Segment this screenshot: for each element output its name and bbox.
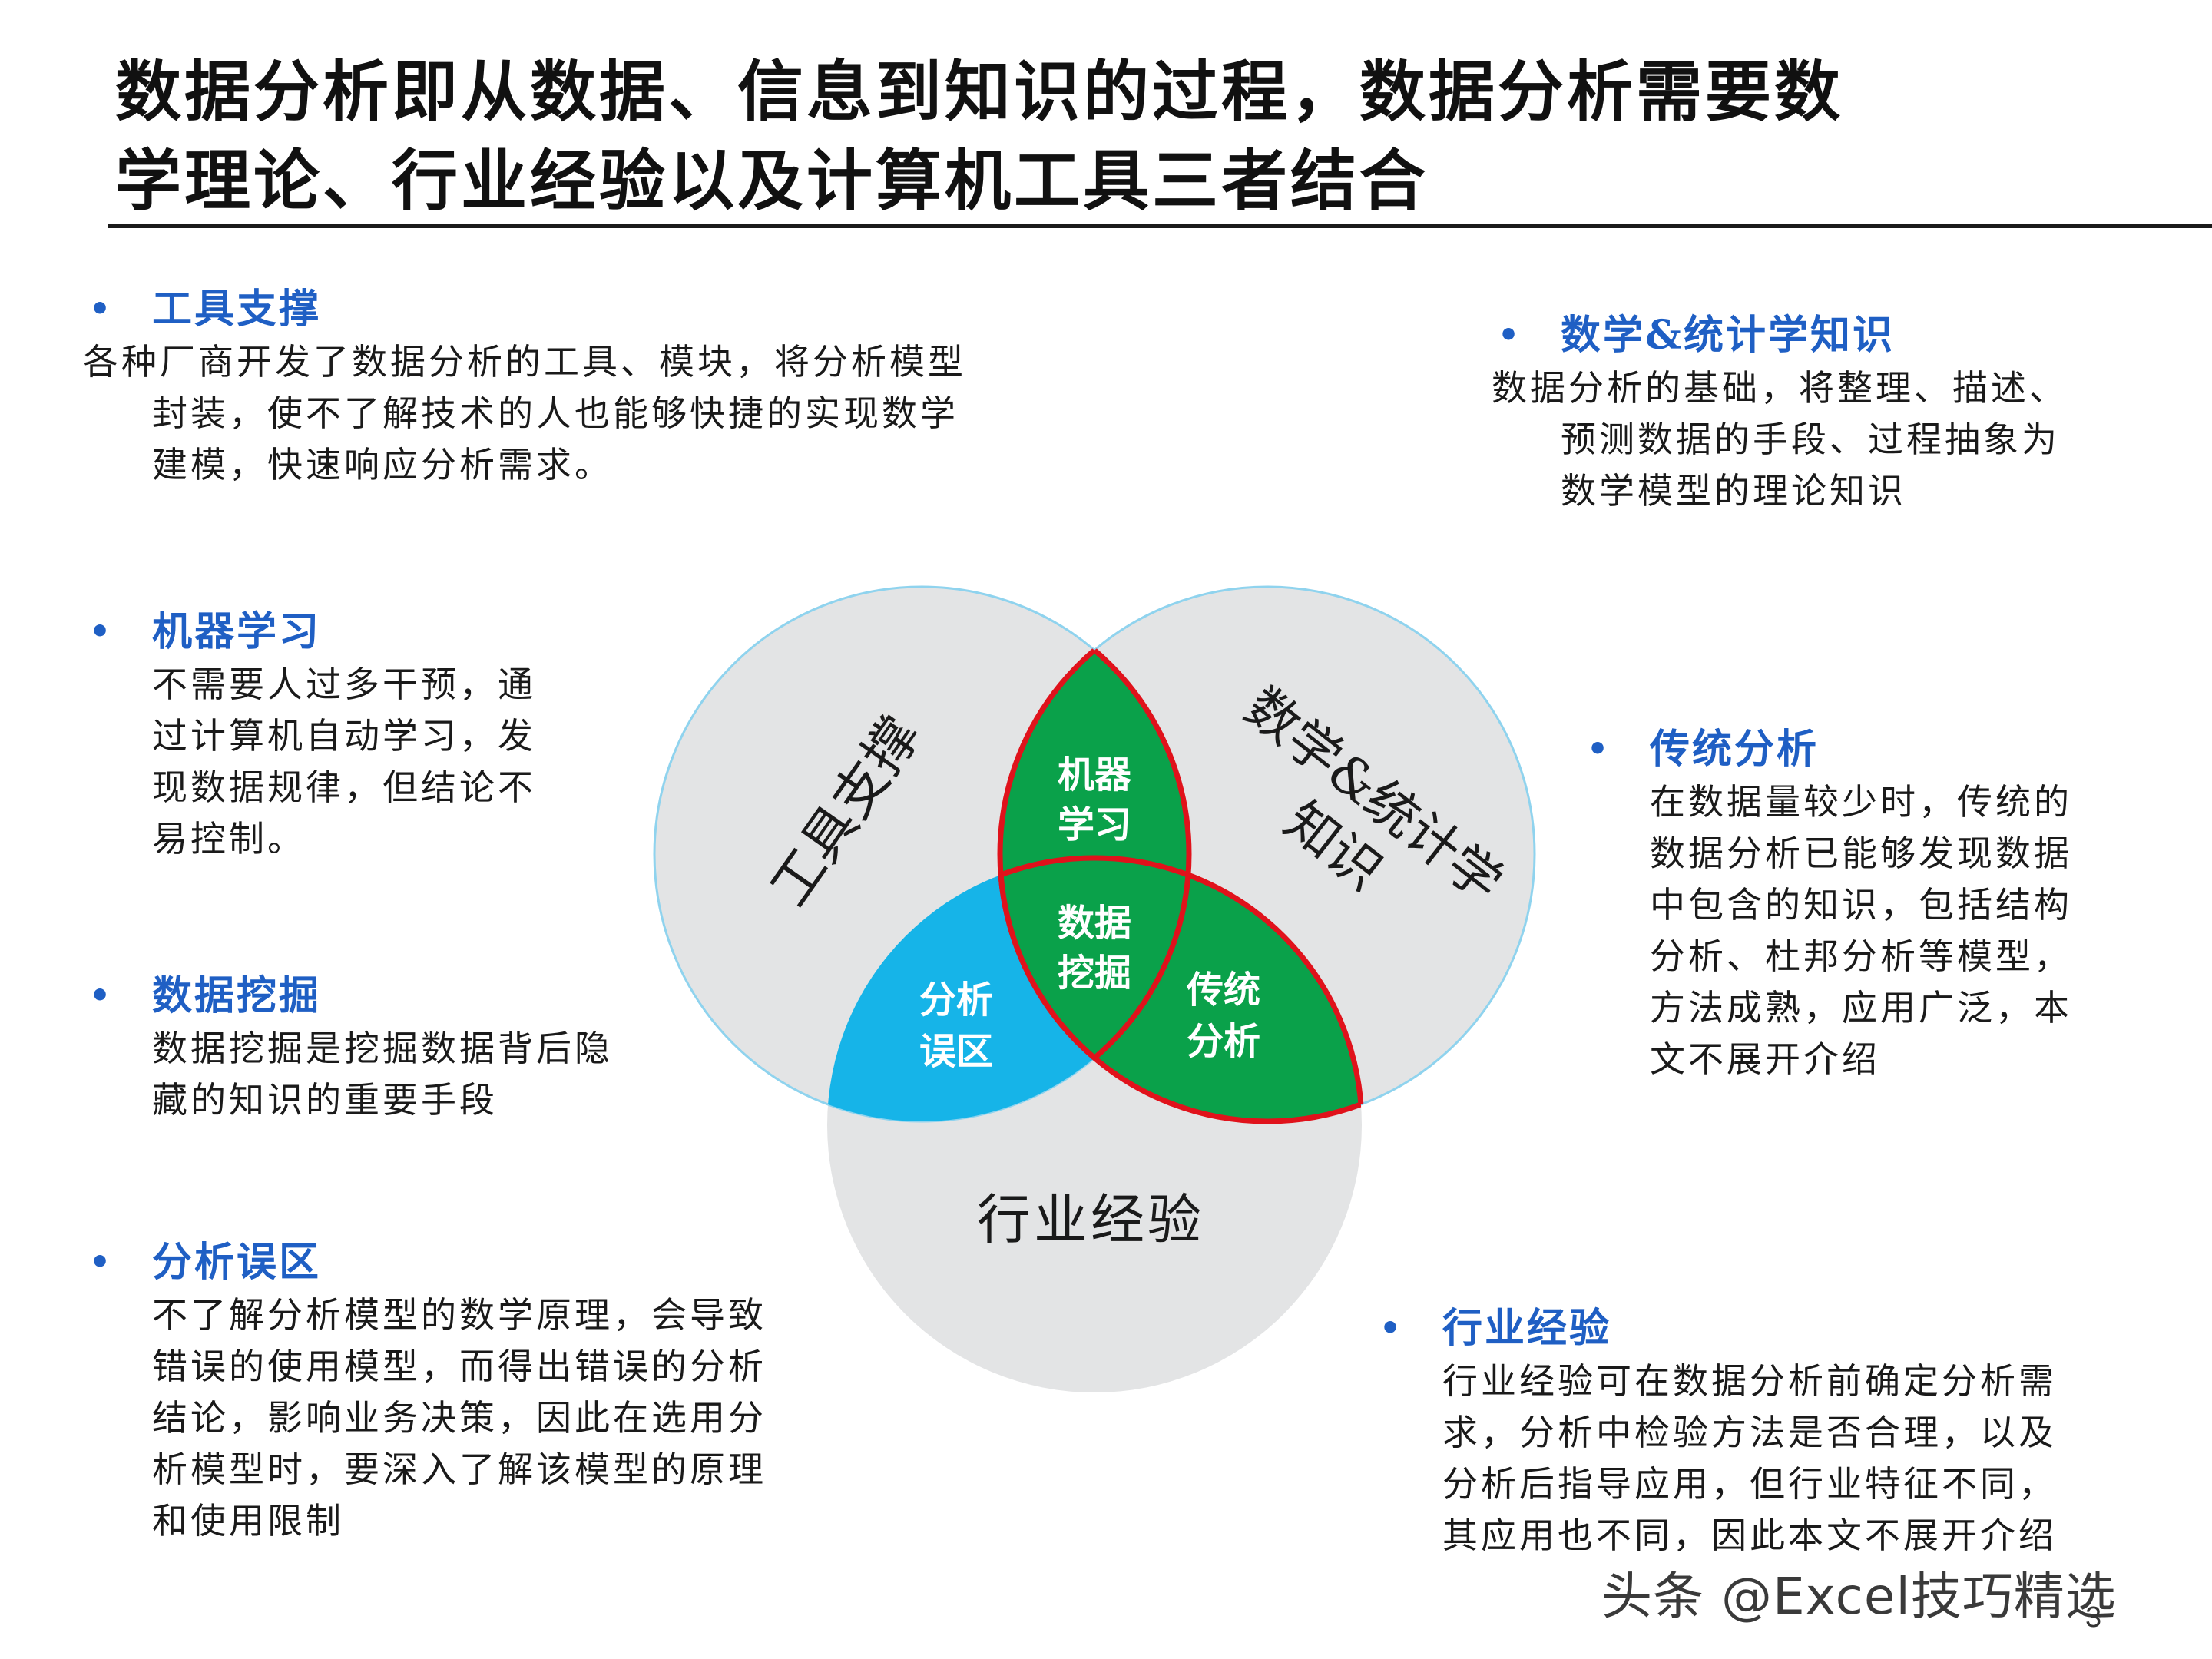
label-trad-1: 传统 [1186,969,1260,1012]
section-mining-line: 藏的知识的重要手段 [152,1079,498,1121]
section-industry-line: 求，分析中检验方法是否合理，以及 [1442,1412,2057,1453]
section-mining: • 数据挖掘 数据挖掘是挖掘数据背后隐 藏的知识的重要手段 [83,969,613,1126]
section-tools-line: 封装，使不了解技术的人也能够快捷的实现数学 [152,392,959,434]
bullet-icon: • [1379,1309,1404,1348]
section-mining-heading: • 数据挖掘 [83,969,613,1023]
section-math: • 数学&统计学知识 数据分析的基础，将整理、描述、 预测数据的手段、过程抽象为… [1492,309,2068,517]
section-misuse-line: 析模型时，要深入了解该模型的原理 [152,1449,767,1490]
outline-ml-right [997,587,1189,1121]
section-traditional-line: 中包含的知识，包括结构 [1650,884,2072,926]
section-industry-heading-text: 行业经验 [1442,1305,1612,1352]
title-line-2: 学理论、行业经验以及计算机工具三者结合 [115,143,1429,220]
section-math-line: 数学模型的理论知识 [1561,470,1906,512]
label-ml-1: 机器 [1058,753,1132,796]
region-traditional [1000,858,1362,1121]
bullet-icon: • [89,290,114,329]
section-industry: • 行业经验 行业经验可在数据分析前确定分析需 求，分析中检验方法是否合理，以及… [1373,1302,2057,1561]
label-mis-1: 分析 [919,979,993,1022]
section-ml-line: 易控制。 [152,818,306,859]
section-math-line: 预测数据的手段、过程抽象为 [1561,419,2060,460]
title-divider [108,224,2212,228]
bullet-icon: • [89,612,114,651]
section-traditional-line: 方法成熟，应用广泛，本 [1650,987,2072,1028]
section-ml-body: 不需要人过多干预，通 过计算机自动学习，发 现数据规律，但结论不 易控制。 [152,659,536,865]
bullet-icon: • [1498,316,1522,355]
label-ml-2: 学习 [1058,803,1131,846]
label-trad-2: 分析 [1187,1020,1260,1063]
region-misuse [827,858,1189,1121]
section-tools-body: 各种厂商开发了数据分析的工具、模块，将分析模型 封装，使不了解技术的人也能够快捷… [83,336,966,491]
page-number: 3 [2085,1601,2102,1634]
page-title: 数据分析即从数据、信息到知识的过程，数据分析需要数 学理论、行业经验以及计算机工… [115,48,2112,226]
section-tools-heading-text: 工具支撑 [152,286,322,333]
section-math-line: 数据分析的基础，将整理、描述、 [1492,367,2068,409]
section-traditional-line: 文不展开介绍 [1650,1038,1880,1080]
section-traditional: • 传统分析 在数据量较少时，传统的 数据分析已能够发现数据 中包含的知识，包括… [1581,723,2072,1085]
section-misuse-body: 不了解分析模型的数学原理，会导致 错误的使用模型，而得出错误的分析 结论，影响业… [152,1290,767,1547]
section-industry-line: 其应用也不同，因此本文不展开介绍 [1442,1515,2057,1556]
section-misuse-line: 不了解分析模型的数学原理，会导致 [152,1294,767,1336]
label-dm-2: 挖掘 [1058,952,1131,995]
label-mis-2: 误区 [919,1030,993,1073]
section-misuse-line: 结论，影响业务决策，因此在选用分 [152,1397,767,1439]
section-traditional-heading: • 传统分析 [1581,723,2072,777]
section-math-heading-text: 数学&统计学知识 [1561,312,1895,359]
section-mining-body: 数据挖掘是挖掘数据背后隐 藏的知识的重要手段 [152,1023,613,1126]
section-misuse-heading-text: 分析误区 [152,1239,322,1286]
section-traditional-line: 在数据量较少时，传统的 [1650,781,2072,823]
section-misuse-heading: • 分析误区 [83,1236,767,1290]
section-mining-heading-text: 数据挖掘 [152,972,322,1019]
outline-ml-left [1000,587,1192,1121]
section-ml: • 机器学习 不需要人过多干预，通 过计算机自动学习，发 现数据规律，但结论不 … [83,605,536,865]
bullet-icon: • [89,1243,114,1282]
section-traditional-line: 数据分析已能够发现数据 [1650,833,2072,874]
section-industry-line: 分析后指导应用，但行业特征不同， [1442,1463,2057,1505]
section-math-heading: • 数学&统计学知识 [1492,309,2068,363]
section-mining-line: 数据挖掘是挖掘数据背后隐 [152,1028,613,1069]
section-tools-line: 各种厂商开发了数据分析的工具、模块，将分析模型 [83,341,966,382]
section-ml-line: 不需要人过多干预，通 [152,664,536,705]
section-ml-line: 过计算机自动学习，发 [152,715,536,757]
bullet-icon: • [89,976,114,1015]
bullet-icon: • [1587,730,1611,769]
outline-trad-top [997,858,1362,1124]
section-ml-heading-text: 机器学习 [152,608,322,655]
section-tools-heading: • 工具支撑 [83,283,966,336]
section-tools-line: 建模，快速响应分析需求。 [152,444,613,485]
label-circle-industry: 行业经验 [977,1188,1204,1251]
section-ml-heading: • 机器学习 [83,605,536,659]
section-math-body: 数据分析的基础，将整理、描述、 预测数据的手段、过程抽象为 数学模型的理论知识 [1492,363,2068,517]
section-misuse-line: 错误的使用模型，而得出错误的分析 [152,1346,767,1387]
section-industry-body: 行业经验可在数据分析前确定分析需 求，分析中检验方法是否合理，以及 分析后指导应… [1442,1356,2057,1561]
section-misuse: • 分析误区 不了解分析模型的数学原理，会导致 错误的使用模型，而得出错误的分析… [83,1236,767,1547]
title-line-1: 数据分析即从数据、信息到知识的过程，数据分析需要数 [115,54,1843,131]
section-industry-heading: • 行业经验 [1373,1302,2057,1356]
section-industry-line: 行业经验可在数据分析前确定分析需 [1442,1360,2057,1402]
watermark: 头条 @Excel技巧精选 [1601,1567,2117,1626]
section-traditional-line: 分析、杜邦分析等模型， [1650,935,2072,977]
section-misuse-line: 和使用限制 [152,1500,344,1541]
section-traditional-heading-text: 传统分析 [1650,726,1820,773]
section-traditional-body: 在数据量较少时，传统的 数据分析已能够发现数据 中包含的知识，包括结构 分析、杜… [1650,777,2072,1085]
outline-trad-bottom [1000,855,1365,1121]
section-ml-line: 现数据规律，但结论不 [152,767,536,808]
label-dm-1: 数据 [1058,902,1131,945]
section-tools: • 工具支撑 各种厂商开发了数据分析的工具、模块，将分析模型 封装，使不了解技术… [83,283,966,491]
